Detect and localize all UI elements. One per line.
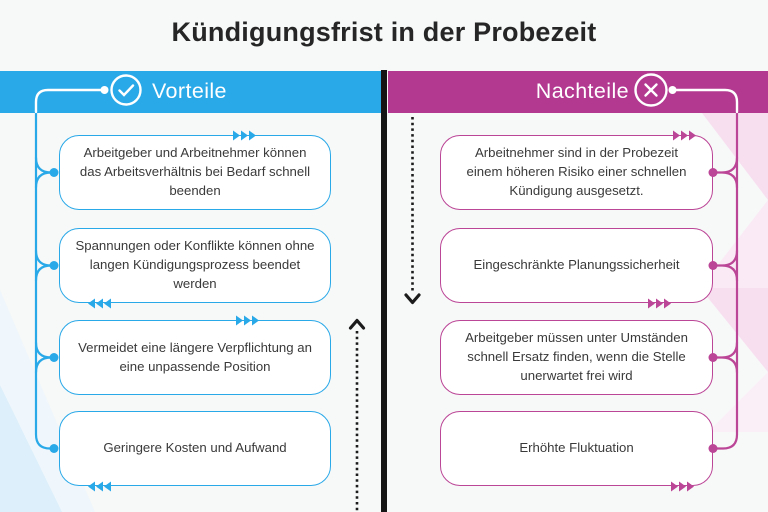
advantage-card: Geringere Kosten und Aufwand	[59, 411, 331, 486]
blue-triangle-decoration	[0, 385, 62, 512]
divider-line	[381, 70, 387, 512]
disadvantage-card: Erhöhte Fluktuation	[440, 411, 713, 486]
advantage-text: Arbeitgeber und Arbeitnehmer können das …	[79, 145, 311, 198]
advantage-text: Spannungen oder Konflikte können ohne la…	[75, 238, 315, 291]
advantage-text: Geringere Kosten und Aufwand	[103, 440, 287, 456]
advantage-card: Vermeidet eine längere Verpflichtung an …	[59, 320, 331, 395]
vorteile-header-label: Vorteile	[152, 79, 227, 103]
page-title: Kündigungsfrist in der Probezeit	[171, 17, 597, 47]
disadvantage-text: Arbeitgeber müssen unter Umständen schne…	[465, 330, 688, 383]
disadvantage-card: Arbeitgeber müssen unter Umständen schne…	[440, 320, 713, 395]
disadvantage-text: Eingeschränkte Planungssicherheit	[473, 257, 680, 273]
vorteile-header-bar: Vorteile	[0, 71, 382, 113]
advantage-card: Spannungen oder Konflikte können ohne la…	[59, 228, 331, 303]
disadvantage-text: Erhöhte Fluktuation	[519, 440, 634, 456]
disadvantage-card: Arbeitnehmer sind in der Probezeit einem…	[440, 135, 713, 210]
disadvantage-text: Arbeitnehmer sind in der Probezeit einem…	[466, 145, 687, 198]
nachteile-header-label: Nachteile	[535, 79, 629, 103]
nachteile-header-bar: Nachteile	[388, 71, 768, 113]
advantage-card: Arbeitgeber und Arbeitnehmer können das …	[59, 135, 331, 210]
advantage-text: Vermeidet eine längere Verpflichtung an …	[78, 339, 312, 374]
disadvantage-card: Eingeschränkte Planungssicherheit	[440, 228, 713, 303]
pink-triangle-decoration	[708, 372, 768, 432]
